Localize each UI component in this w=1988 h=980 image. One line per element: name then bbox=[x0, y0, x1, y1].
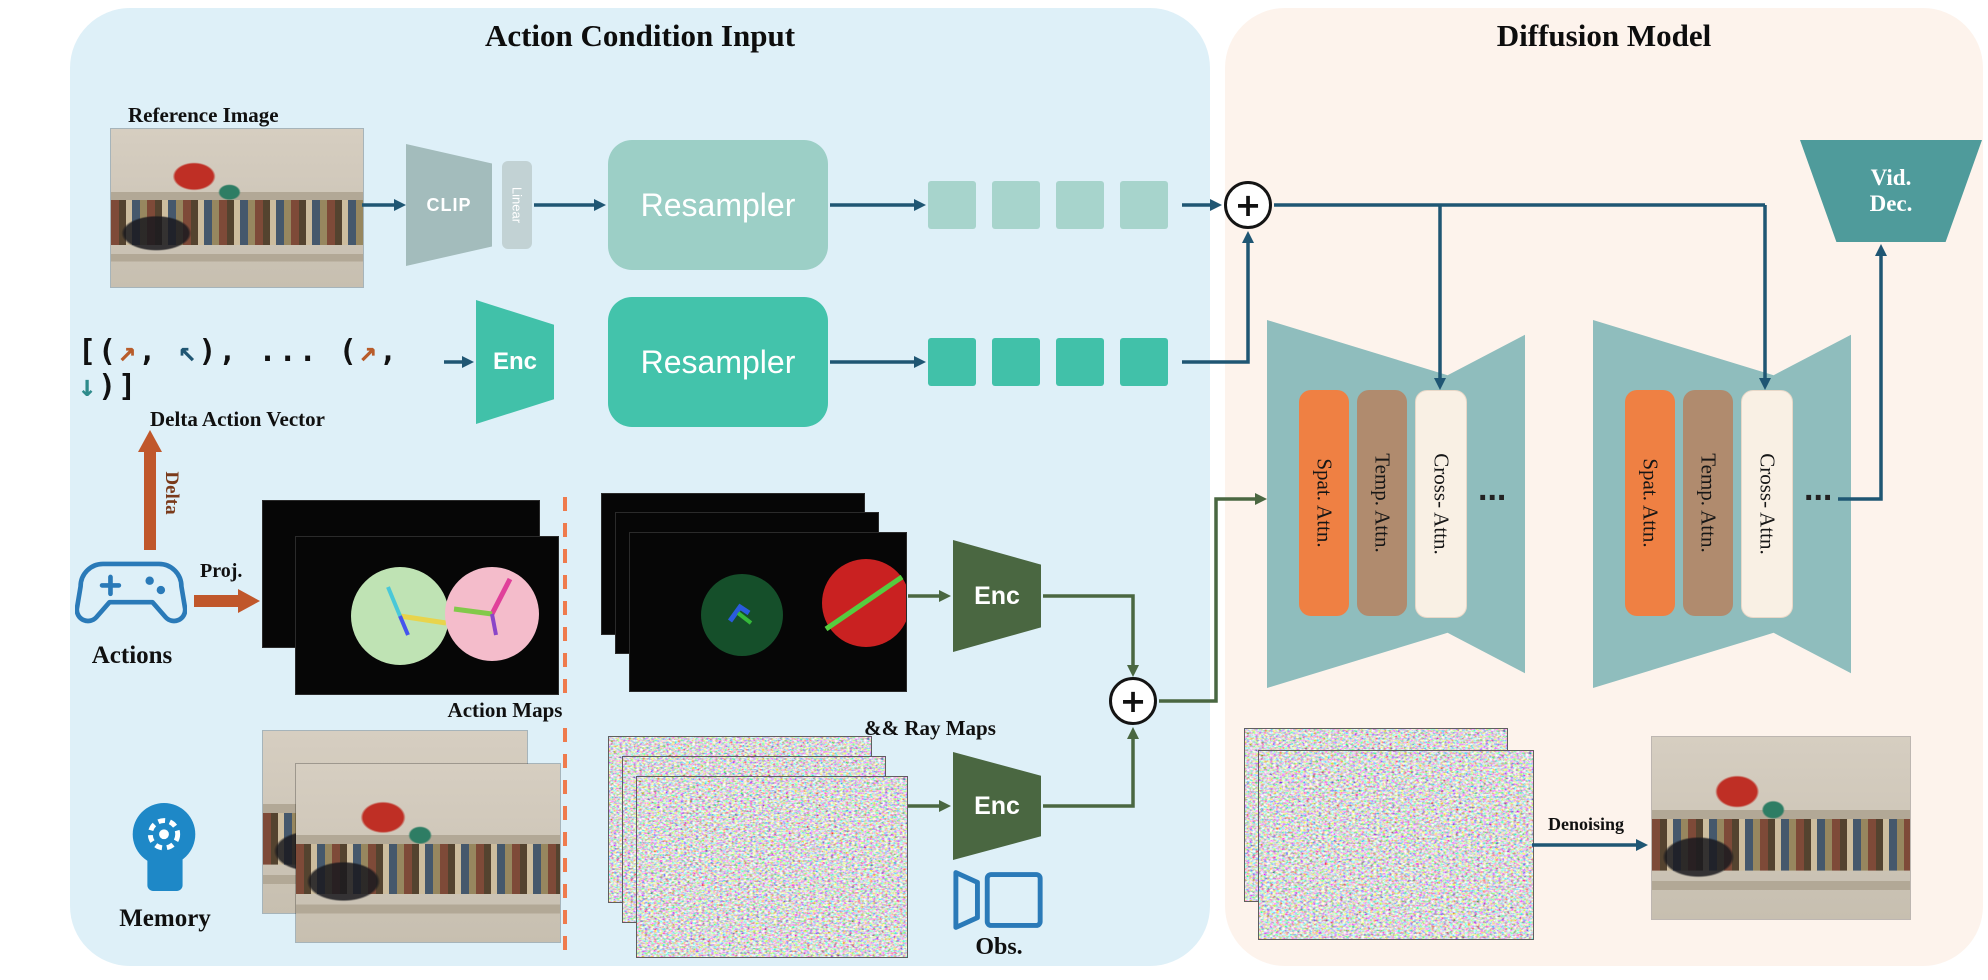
memory-head-icon bbox=[132, 802, 196, 891]
action-map-drawing bbox=[351, 567, 539, 665]
cross-attn-bar-2: Cross- Attn. bbox=[1741, 390, 1793, 618]
spat-attn-bar-1: Spat. Attn. bbox=[1299, 390, 1349, 616]
token-square bbox=[928, 181, 976, 229]
clip-encoder-block: CLIP bbox=[406, 144, 492, 266]
action-maps-label: Action Maps bbox=[447, 698, 563, 722]
token-square bbox=[1056, 181, 1104, 229]
delta-action-vector-text: [(↗, ↖), ... (↗, ↓)] bbox=[78, 334, 399, 404]
temp-attn-bar-2: Temp. Attn. bbox=[1683, 390, 1733, 616]
token-square bbox=[928, 338, 976, 386]
linear-label: Linear bbox=[509, 186, 525, 224]
resampler-image-block: Resampler bbox=[608, 140, 828, 270]
enc-obs-label: Enc bbox=[974, 791, 1020, 820]
token-square bbox=[992, 338, 1040, 386]
diffusion-noisy-front bbox=[1258, 750, 1534, 940]
camera-obs-icon bbox=[953, 870, 1043, 930]
memory-label: Memory bbox=[119, 905, 211, 932]
unet-dots-1: ... bbox=[1478, 470, 1507, 508]
enc-action-label: Enc bbox=[492, 348, 537, 375]
spat-attn-label-1: Spat. Attn. bbox=[1312, 458, 1337, 548]
delta-arrow-label-wrap: Delta bbox=[158, 448, 184, 538]
denoised-output-photo bbox=[1651, 736, 1911, 920]
ray-map-drawing bbox=[701, 559, 910, 656]
proj-label: Proj. bbox=[200, 560, 243, 582]
token-square bbox=[1056, 338, 1104, 386]
delta-label: Delta bbox=[161, 471, 182, 515]
spat-attn-bar-2: Spat. Attn. bbox=[1625, 390, 1675, 616]
linear-block: Linear bbox=[502, 161, 532, 249]
ray-map-frame-front bbox=[629, 532, 910, 692]
feature-sum-node: + bbox=[1109, 677, 1157, 725]
condition-sum-node: + bbox=[1224, 181, 1272, 229]
token-square bbox=[992, 181, 1040, 229]
action-map-frame-front bbox=[295, 536, 559, 695]
left-panel-title: Action Condition Input bbox=[484, 18, 796, 53]
vid-dec-line2: Dec. bbox=[1869, 191, 1913, 216]
token-square bbox=[1120, 181, 1168, 229]
resampler-image-label: Resampler bbox=[640, 186, 796, 223]
token-square bbox=[1120, 338, 1168, 386]
vid-dec-line1: Vid. bbox=[1870, 165, 1912, 190]
ray-maps-label: && Ray Maps bbox=[864, 716, 996, 740]
clip-label: CLIP bbox=[426, 194, 472, 215]
memory-photo-front bbox=[295, 763, 561, 943]
temp-attn-bar-1: Temp. Attn. bbox=[1357, 390, 1407, 616]
right-panel-title: Diffusion Model bbox=[1496, 18, 1712, 53]
dashed-separator-top bbox=[563, 497, 567, 703]
cross-attn-label-2: Cross- Attn. bbox=[1755, 453, 1780, 555]
denoising-label: Denoising bbox=[1547, 814, 1625, 834]
temp-attn-label-2: Temp. Attn. bbox=[1696, 453, 1721, 553]
vid-dec-block: Vid. Dec. bbox=[1800, 140, 1982, 242]
noisy-obs-front bbox=[636, 776, 908, 958]
gamepad-icon bbox=[75, 561, 187, 624]
spat-attn-label-2: Spat. Attn. bbox=[1638, 458, 1663, 548]
temp-attn-label-1: Temp. Attn. bbox=[1370, 453, 1395, 553]
reference-image-label: Reference Image bbox=[128, 103, 279, 127]
delta-action-vector-label: Delta Action Vector bbox=[150, 407, 325, 431]
cross-attn-label-1: Cross- Attn. bbox=[1429, 453, 1454, 555]
cross-attn-bar-1: Cross- Attn. bbox=[1415, 390, 1467, 618]
unet-dots-2: ... bbox=[1804, 470, 1833, 508]
obs-label: Obs. bbox=[975, 934, 1023, 960]
resampler-action-label: Resampler bbox=[640, 343, 796, 380]
resampler-action-block: Resampler bbox=[608, 297, 828, 427]
dashed-separator-bottom bbox=[563, 728, 567, 954]
enc-action-maps-label: Enc bbox=[974, 581, 1020, 610]
reference-image-photo bbox=[110, 128, 364, 288]
actions-label: Actions bbox=[91, 642, 173, 669]
